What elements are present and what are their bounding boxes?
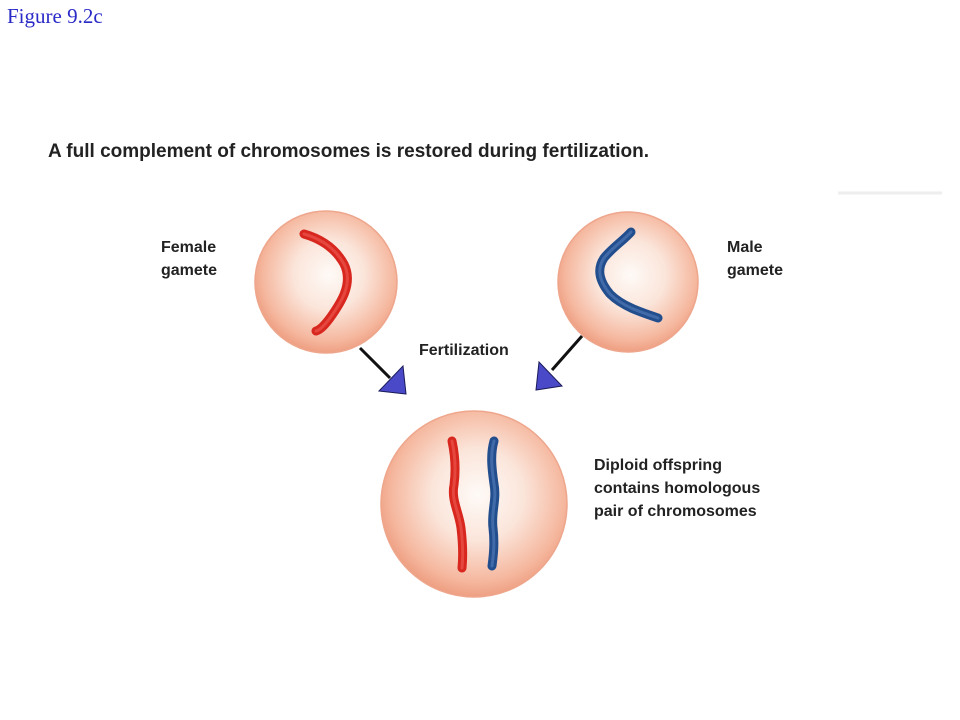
male-gamete-label: Male gamete [727,239,784,279]
female-gamete-cell [254,210,398,354]
left-arrow [358,346,407,395]
offspring-label: Diploid offspring contains homologous pa… [594,457,761,520]
right-arrow [535,335,584,391]
headline: A full complement of chromosomes is rest… [48,141,650,162]
fertilization-label: Fertilization [419,342,509,359]
figure-label: Figure 9.2c [7,4,103,28]
male-gamete-cell [557,211,699,353]
offspring-cell [380,410,568,598]
female-gamete-label: Female gamete [161,239,218,279]
